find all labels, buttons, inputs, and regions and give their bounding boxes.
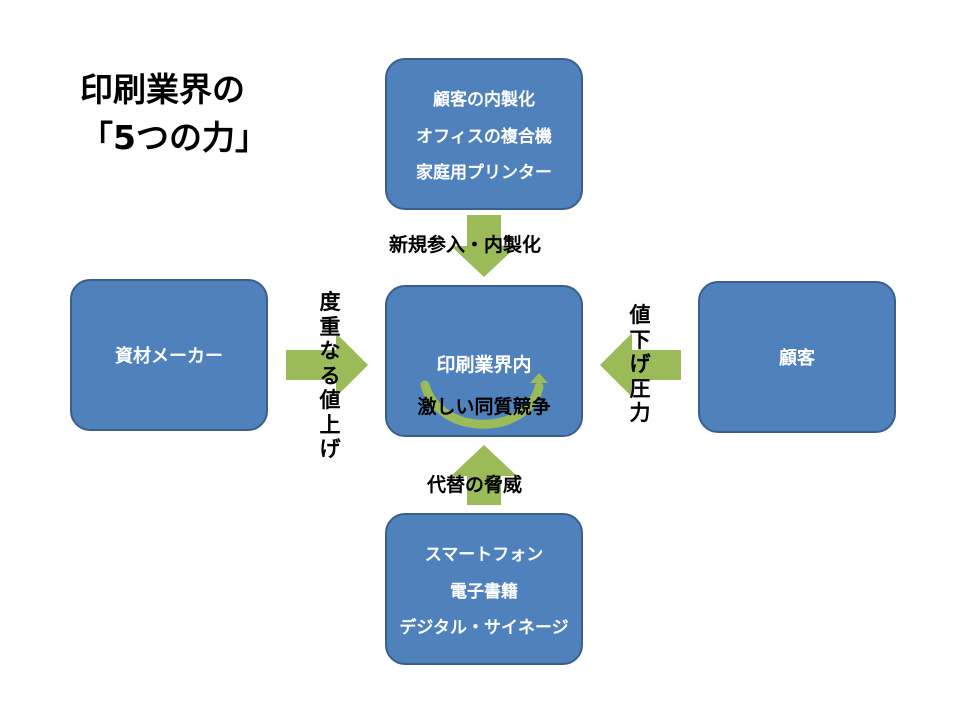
arrow-up-from-substitutes: [451, 445, 517, 505]
industry-rivalry-title: 印刷業界内: [436, 354, 532, 376]
suppliers-box: 資材メーカー: [70, 279, 268, 431]
new-entrants-line-3: 家庭用プリンター: [416, 162, 552, 183]
substitutes-box: スマートフォン 電子書籍 デジタル・サイネージ: [385, 513, 583, 665]
title-line-1: 印刷業界の: [80, 70, 245, 109]
substitutes-line-2: 電子書籍: [450, 581, 518, 602]
new-entrants-arrow-label: 新規参入・内製化: [389, 234, 542, 256]
new-entrants-box: 顧客の内製化 オフィスの複合機 家庭用プリンター: [385, 58, 583, 210]
slide-title: 印刷業界の 「5つの力」: [80, 66, 268, 162]
circular-arrow-icon: [420, 373, 548, 429]
new-entrants-line-1: 顧客の内製化: [433, 90, 535, 111]
customers-label: 顧客: [779, 348, 815, 369]
suppliers-label: 資材メーカー: [115, 346, 223, 367]
arrow-down-from-new-entrants: [451, 215, 517, 277]
new-entrants-line-2: オフィスの複合機: [416, 126, 552, 147]
substitutes-line-3: デジタル・サイネージ: [399, 617, 569, 638]
substitutes-line-1: スマートフォン: [424, 545, 544, 566]
substitutes-arrow-label: 代替の脅威: [427, 474, 523, 496]
customers-arrow-label: 値下げ圧力: [629, 303, 651, 425]
customers-box: 顧客: [698, 281, 896, 433]
arrow-right-from-suppliers: [286, 333, 368, 397]
title-line-2: 「5つの力」: [80, 118, 268, 157]
suppliers-arrow-label: 度重なる値上げ: [319, 290, 341, 461]
industry-rivalry-box: 印刷業界内 激しい同質競争: [385, 285, 583, 437]
arrow-left-from-customers: [600, 333, 681, 397]
industry-rivalry-subtitle: 激しい同質競争: [417, 396, 551, 418]
